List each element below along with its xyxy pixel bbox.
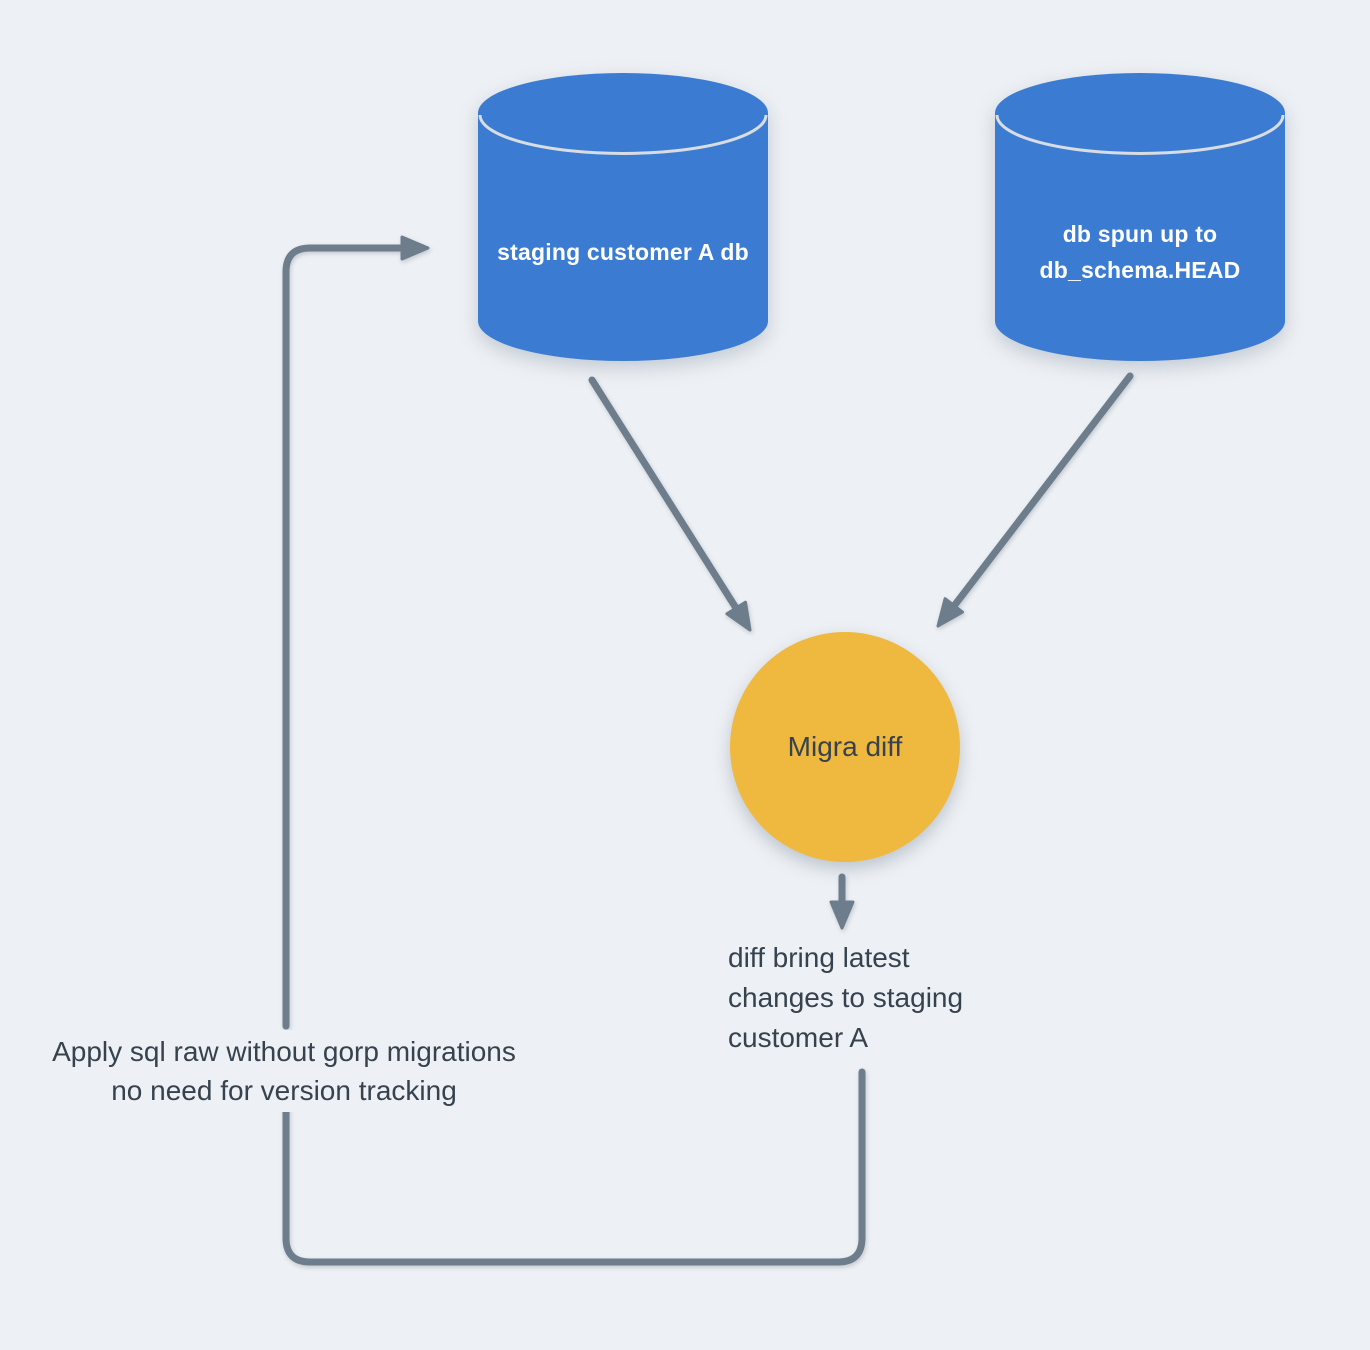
head-db-label-line2: db_schema.HEAD bbox=[1039, 257, 1241, 283]
apply-note-line2: no need for version tracking bbox=[111, 1075, 457, 1106]
migra-diff-label: Migra diff bbox=[787, 731, 903, 762]
loop-line-diff-note-to-staging-db-lower bbox=[282, 1068, 866, 1266]
database-cylinder-icon bbox=[478, 73, 768, 361]
arrow-head-db-to-migra-diff bbox=[950, 372, 1134, 610]
node-migra-diff: Migra diff bbox=[730, 632, 960, 862]
loop-line-diff-note-to-staging-db-upper bbox=[282, 244, 406, 1030]
diff-note-line2: changes to staging bbox=[728, 982, 964, 1013]
diff-note-line1: diff bring latest bbox=[728, 942, 910, 973]
apply-sql-note: Apply sql raw without gorp migrations no… bbox=[34, 1030, 534, 1112]
database-cylinder-icon bbox=[995, 73, 1285, 361]
node-head-schema-db: db spun up to db_schema.HEAD bbox=[995, 73, 1285, 361]
diff-note-line3: customer A bbox=[728, 1022, 869, 1053]
node-staging-customer-a-db: staging customer A db bbox=[478, 73, 768, 361]
apply-note-line1: Apply sql raw without gorp migrations bbox=[52, 1036, 516, 1067]
arrow-staging-db-to-migra-diff bbox=[588, 376, 740, 612]
arrowhead-loop-to-staging-db bbox=[400, 235, 430, 261]
arrowhead-head-db-to-migra-diff bbox=[936, 597, 964, 628]
diff-result-note: diff bring latest changes to staging cus… bbox=[728, 938, 963, 1058]
arrowhead-migra-diff-to-diff-note bbox=[829, 900, 855, 930]
arrowhead-staging-db-to-migra-diff bbox=[725, 600, 752, 632]
staging-db-label: staging customer A db bbox=[497, 239, 749, 265]
head-db-label-line1: db spun up to bbox=[1062, 221, 1218, 247]
